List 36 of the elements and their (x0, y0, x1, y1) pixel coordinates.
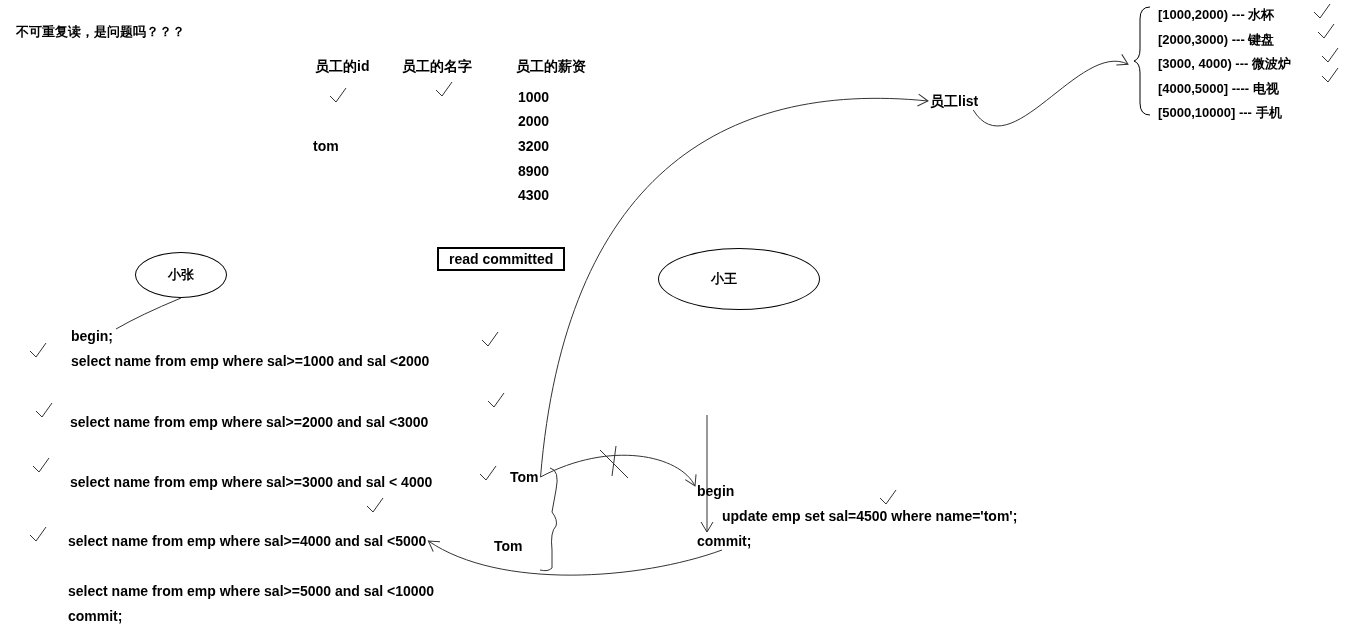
code-line: update emp set sal=4500 where name='tom'; (722, 507, 1018, 525)
arrow (700, 414, 714, 533)
table-cell-text: 1000 (518, 88, 550, 106)
person-name: 小王 (711, 270, 737, 289)
code-line: commit; (68, 607, 123, 625)
table-cell-text: 员工的薪资 (516, 57, 586, 75)
code-line: commit; (697, 532, 752, 550)
connector-line (115, 297, 182, 330)
title: 不可重复读，是问题吗？？？ (16, 23, 185, 41)
code-line: select name from emp where sal>=2000 and sal <3000 (70, 413, 429, 431)
table-cell-text: 2000 (518, 112, 550, 130)
arrow (427, 540, 723, 576)
arrow (972, 55, 1129, 127)
arrow (540, 454, 696, 487)
price-range-item: [2000,3000) --- 键盘 (1158, 30, 1276, 49)
code-line: Tom (510, 468, 539, 486)
code-line: select name from emp where sal>=5000 and sal <10000 (68, 582, 435, 600)
table-cell-text: 4300 (518, 186, 550, 204)
code-line: select name from emp where sal>=4000 and sal <5000 (68, 532, 427, 550)
code-line: begin (697, 482, 735, 500)
table-cell-text: tom (313, 137, 339, 155)
person-name: 小张 (168, 266, 194, 285)
table-cell-text: 8900 (518, 162, 550, 180)
code-line: begin; (71, 327, 113, 345)
table-cell-text: 3200 (518, 137, 550, 155)
price-range-item: [4000,5000] ---- 电视 (1158, 79, 1280, 98)
table-cell-text: 员工的名字 (402, 57, 472, 75)
code-line: select name from emp where sal>=3000 and sal < 4000 (70, 473, 433, 491)
framed-label: read committed (437, 247, 566, 271)
price-range-item: [5000,10000] --- 手机 (1158, 104, 1283, 122)
table-cell-text: 员工的id (315, 57, 370, 75)
price-range-item: [3000, 4000) --- 微波炉 (1158, 55, 1291, 73)
price-range-item: [1000,2000) --- 水杯 (1158, 6, 1276, 24)
code-line: select name from emp where sal>=1000 and sal <2000 (71, 352, 430, 370)
arrow (540, 94, 929, 478)
code-line: 员工list (930, 92, 979, 110)
